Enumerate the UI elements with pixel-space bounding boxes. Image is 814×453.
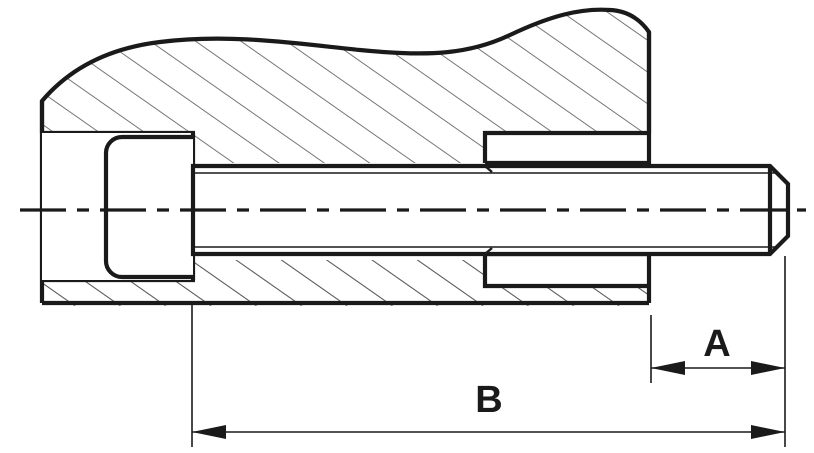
socket-head-cap-screw	[42, 133, 791, 280]
dimension-b-label: B	[475, 379, 502, 421]
dimension-a-label: A	[703, 323, 730, 365]
hex-socket-profile	[103, 134, 193, 280]
step-transition-top	[484, 165, 493, 173]
step-transition-bottom	[484, 247, 493, 255]
dimension-b-arrow-left	[192, 425, 226, 439]
dimension-a-arrow-right	[751, 361, 785, 375]
housing-break-line	[39, 7, 652, 136]
dimension-b-arrow-right	[751, 425, 785, 439]
dimension-a: A	[650, 256, 786, 383]
dimension-a-arrow-left	[651, 361, 685, 375]
dimension-b: B	[191, 303, 786, 447]
